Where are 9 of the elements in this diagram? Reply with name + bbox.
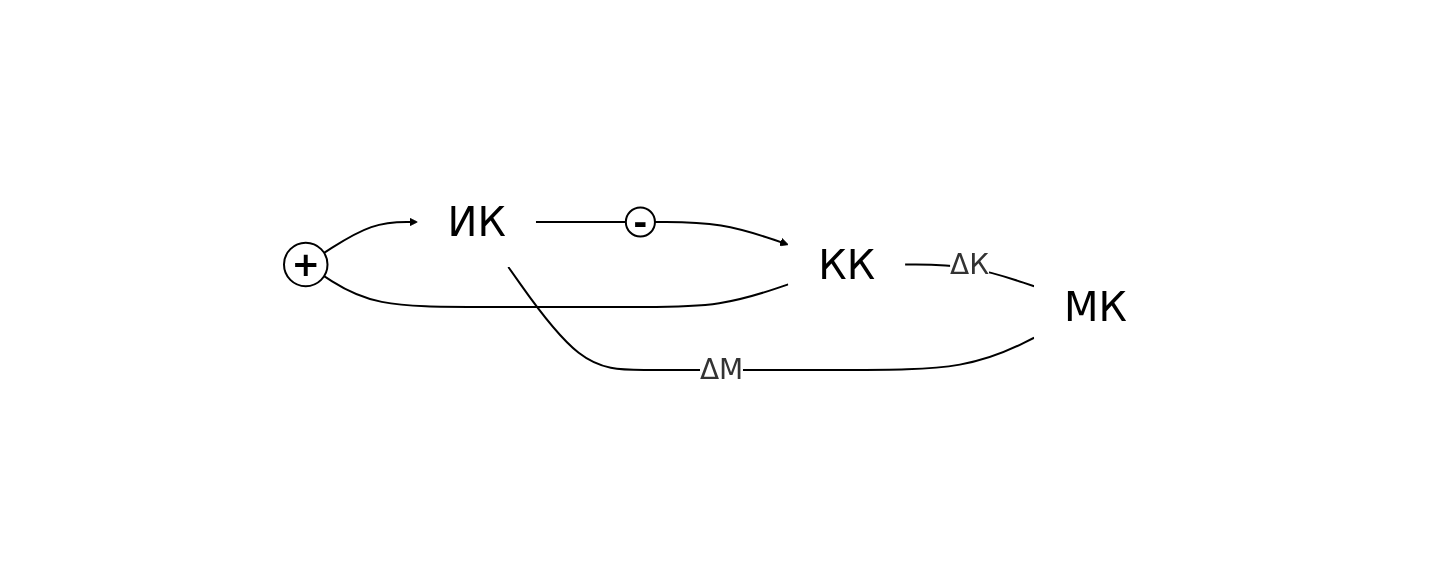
edge-label: ΔК [950, 247, 990, 280]
connector [323, 274, 790, 308]
node-text: КК [818, 241, 876, 287]
node-text: МК [1064, 283, 1128, 330]
node-text: ИК [447, 198, 506, 245]
arrow [323, 217, 418, 254]
node-circle: + [283, 241, 329, 287]
node-circle: - [624, 205, 656, 238]
edge-label: ΔМ [699, 352, 744, 386]
